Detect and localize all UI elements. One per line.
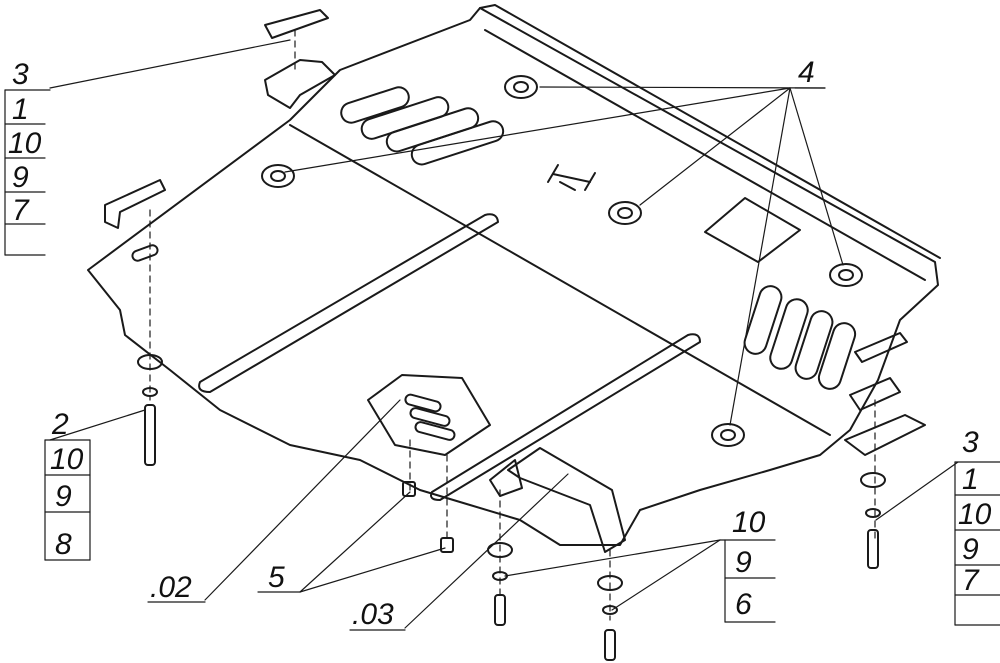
callout-1-right: 1 [962,463,979,496]
mount-slot-left [131,244,159,262]
skid-plate-outline [87,7,939,546]
mount-strip-top [264,9,329,39]
callout-1-top-left: 1 [12,93,29,126]
access-hatch [704,197,801,263]
rib-lower [430,333,701,501]
plate-bolt-heads [261,75,863,447]
callout-10-bottom: 10 [732,506,766,539]
skid-plate-rim [479,4,941,259]
callout-3-right: 3 [962,426,979,459]
rib-upper [198,213,499,393]
callout-9-top-left: 9 [12,161,29,194]
callout-4: 4 [798,56,815,89]
callout-6-bottom: 6 [735,588,752,621]
bracket [507,447,626,553]
callout-10-top-left: 10 [8,127,42,160]
callout-9-bottom: 9 [735,546,752,579]
callout-10-left: 10 [50,443,84,476]
mount-bracket-left [104,179,166,229]
callout-3-top-left: 3 [12,58,29,91]
callout-02: .02 [150,571,192,604]
fastener-left [137,354,163,466]
callout-8-left: 8 [55,528,72,561]
mount-strip-right [854,332,908,363]
mount-bracket-top [264,59,336,109]
mount-bracket-right [849,377,901,411]
callout-9-right: 9 [962,533,979,566]
cover-plate [367,374,491,456]
callout-7-right: 7 [962,564,979,597]
callout-5: 5 [268,561,285,594]
callout-10-right: 10 [958,498,992,531]
callout-7-top-left: 7 [12,194,29,227]
emblem-mark [547,164,596,191]
fold-line-left [289,124,831,436]
vent-slots-right [743,285,857,390]
callout-9-left: 9 [55,480,72,513]
fastener-bottom-right [597,575,623,661]
cover-plate-slots [404,393,456,441]
vent-slots-top [340,86,505,166]
mount-plate-right [844,414,926,456]
bracket-tab [489,459,523,497]
fastener-right [860,472,886,569]
callout-2-left: 2 [52,408,69,441]
callout-03: .03 [352,598,394,631]
nut-center [402,481,454,553]
